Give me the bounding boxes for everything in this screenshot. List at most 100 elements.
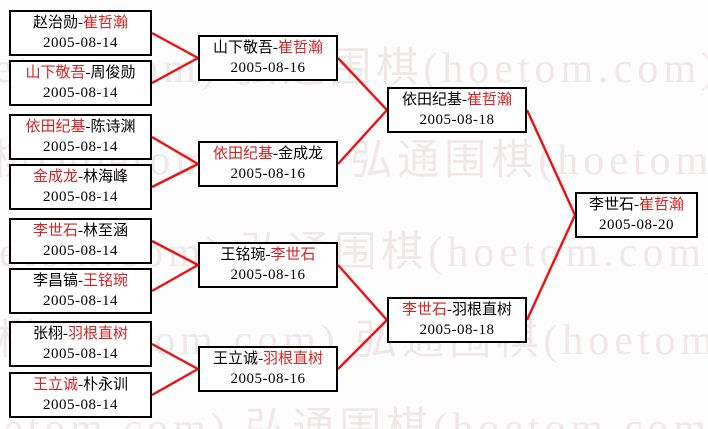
match-date: 2005-08-14 [43,139,118,155]
match-players: 李世石-崔哲瀚 [589,195,684,215]
player-name-p2: 李世石 [270,247,316,263]
match-date: 2005-08-14 [43,85,118,101]
player-separator: - [273,40,278,56]
match-players: 王立诚-朴永训 [33,375,128,395]
player-separator: - [634,197,639,213]
match-players: 山下敬吾-崔哲瀚 [213,38,323,58]
match-date: 2005-08-16 [230,371,306,387]
player-name-p1: 山下敬吾 [212,40,273,56]
player-name-p2: 陈诗渊 [90,119,136,135]
connector-line [151,263,199,293]
player-name-p1: 张栩 [32,326,63,342]
player-name-p2: 崔哲瀚 [278,40,324,56]
connector-line [151,367,199,397]
player-name-p1: 依田纪基 [401,92,462,108]
match-box-r1-m8: 王立诚-朴永训 2005-08-14 [9,372,152,418]
connector-line [151,56,199,85]
match-box-r3-m1: 依田纪基-崔哲瀚 2005-08-18 [387,87,527,133]
match-date: 2005-08-16 [230,60,306,76]
player-separator: - [78,223,83,239]
match-box-r2-m3: 王铭琬-李世石 2005-08-16 [198,242,338,288]
player-name-p1: 依田纪基 [212,146,273,162]
player-name-p2: 朴永训 [83,377,129,393]
player-name-p2: 羽根直树 [263,351,324,367]
player-separator: - [462,92,467,108]
connector-line [337,319,388,370]
player-name-p2: 金成龙 [278,146,324,162]
match-date: 2005-08-16 [230,166,306,182]
player-separator: - [85,65,91,81]
player-name-p2: 王铭琬 [83,273,129,289]
match-players: 张栩-羽根直树 [33,324,128,344]
player-name-p1: 李世石 [588,197,634,213]
player-name-p2: 崔哲瀚 [639,197,685,213]
match-players: 依田纪基-金成龙 [213,144,323,164]
player-name-p1: 李世石 [32,223,78,239]
player-separator: - [78,15,83,31]
connector-line [525,109,577,216]
player-name-p1: 赵治勋 [32,15,78,31]
match-players: 依田纪基-崔哲瀚 [402,90,512,110]
player-name-p1: 依田纪基 [25,119,86,135]
player-name-p1: 王立诚 [212,351,258,367]
player-name-p2: 林至涵 [83,223,129,239]
match-date: 2005-08-18 [419,322,495,338]
match-players: 山下敬吾-周俊勋 [25,63,135,83]
match-players: 李世石-林至涵 [33,221,128,241]
match-date: 2005-08-18 [419,112,495,128]
match-box-r1-m5: 李世石-林至涵 2005-08-14 [9,218,152,264]
match-players: 李世石-羽根直树 [402,300,512,320]
match-players: 依田纪基-陈诗渊 [25,117,135,137]
player-separator: - [273,146,278,162]
player-separator: - [63,326,68,342]
connector-line [151,31,199,60]
connector-line [525,214,577,321]
match-date: 2005-08-20 [599,217,674,233]
connector-line [337,264,388,321]
connector-line [151,162,199,189]
match-box-r1-m2: 山下敬吾-周俊勋 2005-08-14 [9,60,152,106]
connector-line [151,239,199,267]
connector-line [337,57,388,111]
match-date: 2005-08-14 [43,346,118,362]
match-box-r2-m2: 依田纪基-金成龙 2005-08-16 [198,141,338,187]
match-date: 2005-08-14 [43,293,118,309]
player-name-p1: 李世石 [401,302,447,318]
match-players: 王铭琬-李世石 [220,245,315,265]
player-separator: - [78,273,83,289]
connector-line [151,342,199,371]
match-box-r1-m7: 张栩-羽根直树 2005-08-14 [9,321,152,367]
match-players: 李昌镐-王铭琬 [33,271,128,291]
player-separator: - [447,302,452,318]
player-name-p1: 金成龙 [32,169,78,185]
player-separator: - [85,119,91,135]
match-box-r1-m6: 李昌镐-王铭琬 2005-08-14 [9,268,152,314]
player-name-p1: 山下敬吾 [25,65,86,81]
match-box-r3-m2: 李世石-羽根直树 2005-08-18 [387,297,527,343]
player-name-p1: 李昌镐 [32,273,78,289]
match-box-r1-m4: 金成龙-林海峰 2005-08-14 [9,164,152,210]
match-players: 王立诚-羽根直树 [213,349,323,369]
connector-line [151,135,199,166]
match-date: 2005-08-16 [230,267,306,283]
player-name-p2: 林海峰 [83,169,129,185]
match-date: 2005-08-14 [43,397,118,413]
player-name-p2: 崔哲瀚 [83,15,129,31]
player-name-p2: 羽根直树 [452,302,513,318]
match-box-r2-m1: 山下敬吾-崔哲瀚 2005-08-16 [198,35,338,81]
match-players: 赵治勋-崔哲瀚 [33,13,128,33]
connector-line [337,109,388,165]
player-separator: - [258,351,263,367]
player-separator: - [78,169,83,185]
match-box-r1-m3: 依田纪基-陈诗渊 2005-08-14 [9,114,152,160]
match-players: 金成龙-林海峰 [33,167,128,187]
match-box-r2-m4: 王立诚-羽根直树 2005-08-16 [198,346,338,392]
player-name-p1: 王铭琬 [220,247,266,263]
match-date: 2005-08-14 [43,189,118,205]
player-name-p2: 周俊勋 [90,65,136,81]
player-name-p2: 崔哲瀚 [467,92,513,108]
match-date: 2005-08-14 [43,243,118,259]
